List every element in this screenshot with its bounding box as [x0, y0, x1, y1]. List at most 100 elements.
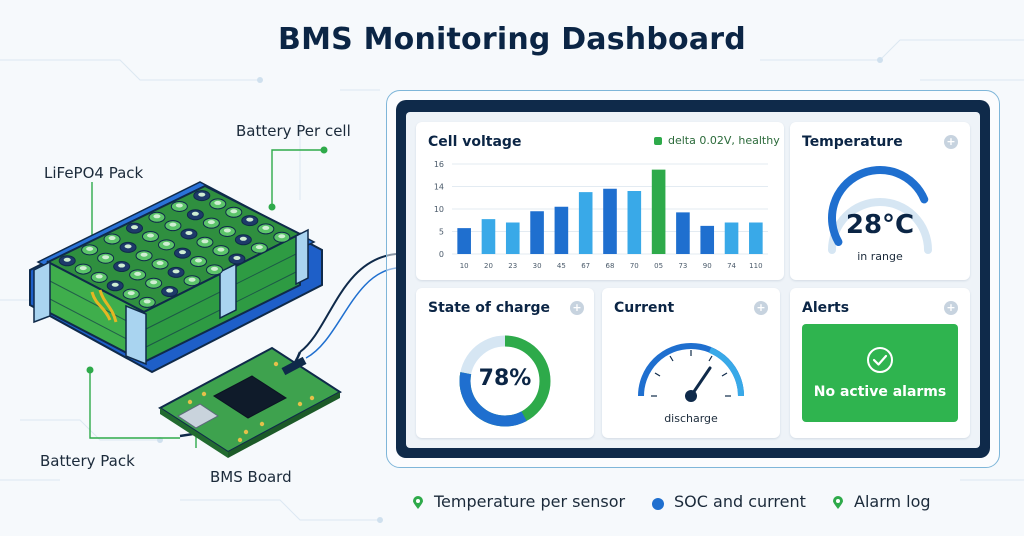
cell-terminal — [163, 241, 170, 246]
temperature-title: Temperature — [802, 134, 903, 150]
check-circle-icon — [867, 347, 893, 373]
legend-label: SOC and current — [674, 492, 806, 511]
bms-board-label: BMS Board — [210, 468, 292, 486]
x-tick-label: 30 — [533, 262, 542, 270]
cell-terminal — [278, 234, 286, 239]
battery-per-cell-label: Battery Per cell — [236, 122, 351, 140]
soc-ring — [459, 335, 551, 427]
cell-terminal — [127, 291, 135, 296]
cell-terminal — [175, 203, 183, 208]
cell-terminal — [214, 200, 222, 205]
x-tick-label: 05 — [654, 262, 663, 270]
legend-label: Temperature per sensor — [434, 492, 626, 511]
current-title: Current — [614, 300, 675, 316]
x-tick-label: 74 — [727, 262, 736, 270]
cell-terminal — [262, 225, 270, 230]
soc-title: State of charge — [428, 300, 551, 316]
cell-terminal — [217, 247, 225, 252]
current-gauge — [638, 343, 744, 402]
cell-terminal — [140, 252, 148, 257]
cell-terminal — [153, 214, 161, 219]
alarm-status-panel: No active alarms — [802, 324, 958, 422]
cell-terminal — [188, 277, 196, 282]
pin-icon — [413, 496, 423, 509]
cell-voltage-note: delta 0.02V, healthy — [668, 134, 780, 147]
alarm-message: No active alarms — [813, 384, 947, 400]
lifepo4-pack-label: LiFePO4 Pack — [44, 164, 144, 182]
cell-terminal — [255, 245, 263, 250]
cell-terminal — [223, 228, 231, 233]
battery-bms-illustration — [29, 146, 342, 458]
voltage-bar — [457, 228, 471, 254]
alerts-card: Alerts + No active alarms — [790, 288, 970, 438]
cell-terminal — [95, 274, 103, 279]
voltage-bar — [530, 211, 544, 254]
temperature-expand-icon[interactable]: + — [944, 135, 958, 149]
temperature-value: 28°C — [845, 210, 915, 240]
voltage-bar — [578, 192, 593, 254]
cell-terminal — [185, 230, 193, 235]
y-tick-label: 5 — [439, 228, 444, 237]
cell-terminal — [166, 288, 174, 293]
healthy-indicator-icon — [654, 137, 662, 145]
cell-terminal — [195, 258, 202, 263]
cell-terminal — [111, 282, 119, 287]
cell-terminal — [207, 220, 215, 225]
y-tick-label: 16 — [434, 160, 444, 169]
current-expand-icon[interactable]: + — [754, 301, 768, 315]
cell-terminal — [191, 211, 199, 216]
temperature-card: Temperature + 28°C in range — [790, 122, 970, 280]
voltage-bar — [505, 222, 520, 254]
soc-expand-icon[interactable]: + — [570, 301, 584, 315]
voltage-bar — [724, 222, 739, 254]
cell-terminal — [172, 269, 180, 274]
cell-terminal — [169, 222, 177, 227]
cell-terminal — [134, 271, 142, 276]
x-tick-label: 90 — [703, 262, 712, 270]
cell-terminal — [201, 239, 209, 244]
cell-terminal — [63, 257, 71, 262]
current-status: discharge — [664, 412, 718, 425]
voltage-bar — [603, 188, 617, 254]
voltage-bar — [676, 212, 690, 254]
x-tick-label: 68 — [606, 262, 615, 270]
cell-terminal — [147, 233, 154, 238]
cell-terminal — [198, 192, 206, 197]
cell-terminal — [79, 266, 87, 271]
x-tick-label: 23 — [508, 262, 517, 270]
voltage-bar — [554, 206, 569, 254]
x-tick-label: 110 — [749, 262, 762, 270]
cell-voltage-card: Cell voltage delta 0.02V, healthy 16 14 10… — [416, 122, 784, 280]
x-tick-label: 20 — [484, 262, 493, 270]
cell-terminal — [156, 261, 164, 266]
cell-terminal — [233, 255, 241, 260]
alerts-expand-icon[interactable]: + — [944, 301, 958, 315]
page-title: BMS Monitoring Dashboard — [278, 22, 746, 57]
y-tick-label: 0 — [439, 250, 444, 259]
x-tick-label: 10 — [460, 262, 469, 270]
y-tick-label: 14 — [434, 183, 444, 192]
cell-terminal — [230, 209, 238, 214]
cell-terminal — [86, 246, 94, 251]
cell-terminal — [131, 225, 138, 230]
cell-terminal — [102, 255, 110, 260]
pin-icon — [833, 496, 843, 509]
cell-terminal — [150, 280, 158, 285]
dot-icon — [652, 498, 664, 510]
alerts-title: Alerts — [802, 300, 850, 316]
cell-terminal — [211, 266, 218, 271]
x-tick-label: 73 — [678, 262, 687, 270]
battery-pack-label: Battery Pack — [40, 452, 135, 470]
x-tick-label: 45 — [557, 262, 566, 270]
temperature-gauge — [828, 166, 932, 254]
dashboard-screen: Cell voltage delta 0.02V, healthy 16 14 10… — [406, 112, 980, 448]
soc-card: State of charge + 78% — [416, 288, 594, 438]
cell-terminal — [118, 263, 126, 268]
voltage-bar — [700, 225, 715, 254]
cell-voltage-title: Cell voltage — [428, 134, 522, 150]
cell-terminal — [239, 236, 247, 241]
x-tick-label: 67 — [581, 262, 590, 270]
current-card: Current + discharge — [602, 288, 780, 438]
cell-terminal — [124, 244, 132, 249]
